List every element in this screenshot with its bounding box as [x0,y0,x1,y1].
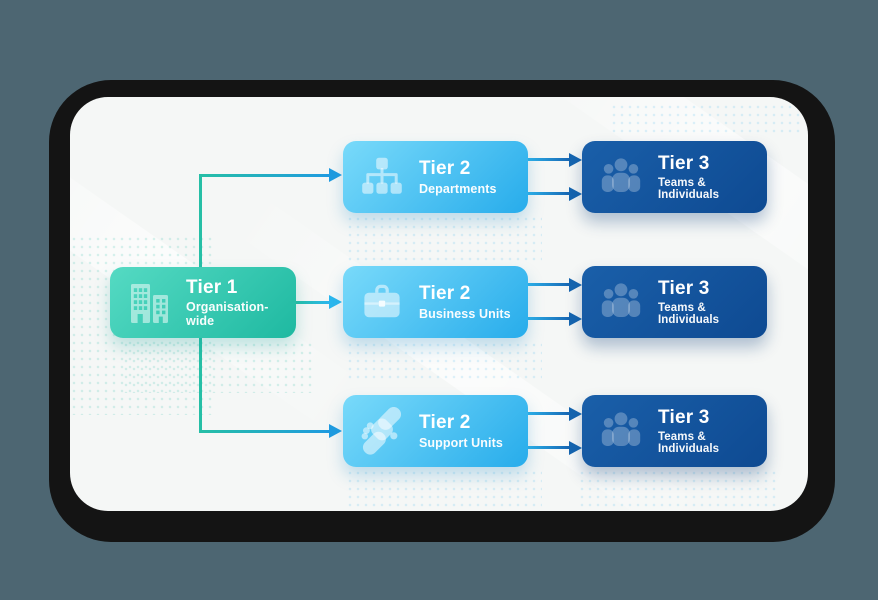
tier-title: Tier 1 [186,276,238,298]
arrowhead-icon [569,312,582,326]
people-icon [601,283,641,317]
tier-title: Tier 2 [419,412,471,434]
tier-title: Tier 3 [658,153,710,175]
connector-tier2-to-tier3 [528,192,569,195]
arrowhead-icon [329,168,342,182]
tier-subtitle: Departments [419,181,497,196]
tier-title: Tier 3 [658,278,710,300]
tier-subtitle: Teams & Individuals [658,301,720,326]
connector-tier1-to-tier2-bottom [199,430,329,433]
tier-subtitle: Support Units [419,435,503,450]
buildings-icon [125,278,173,327]
tier2-box-support-units: Tier 2 Support Units [343,395,528,467]
tier3-box: Tier 3 Teams & Individuals [582,266,767,338]
tier-title: Tier 3 [658,407,710,429]
tier-subtitle: Organisation-wide [186,300,269,329]
tier3-box: Tier 3 Teams & Individuals [582,141,767,213]
connector-tier1-down [199,338,202,433]
dot-texture [610,103,800,137]
diagram-card: Tier 1 Organisation-wide Tier 2 Departme… [70,97,808,511]
connector-tier2-to-tier3 [528,412,569,415]
arrowhead-icon [329,424,342,438]
org-chart-icon [362,157,402,194]
tier-subtitle: Teams & Individuals [658,430,720,455]
tier1-box: Tier 1 Organisation-wide [110,267,296,338]
arrowhead-icon [569,153,582,167]
arrowhead-icon [569,187,582,201]
tier2-box-business-units: Tier 2 Business Units [343,266,528,338]
people-icon [601,412,641,446]
handshake-icon [361,407,402,455]
connector-tier1-to-tier2-top [199,174,329,177]
arrowhead-icon [569,407,582,421]
tier-subtitle: Teams & Individuals [658,176,720,201]
dot-texture [346,215,542,261]
connector-tier1-up [199,174,202,267]
briefcase-icon [364,284,400,318]
people-icon [601,158,641,192]
connector-tier2-to-tier3 [528,158,569,161]
arrowhead-icon [569,278,582,292]
arrowhead-icon [569,441,582,455]
tier2-box-departments: Tier 2 Departments [343,141,528,213]
connector-tier2-to-tier3 [528,283,569,286]
dot-texture [122,341,312,393]
tier3-box: Tier 3 Teams & Individuals [582,395,767,467]
tier-title: Tier 2 [419,158,471,180]
connector-tier2-to-tier3 [528,317,569,320]
dot-texture [346,469,542,509]
connector-tier1-to-tier2-middle [296,301,329,304]
tier-title: Tier 2 [419,283,471,305]
tier-subtitle: Business Units [419,306,511,321]
dot-texture [578,469,778,507]
arrowhead-icon [329,295,342,309]
dot-texture [346,341,542,383]
connector-tier2-to-tier3 [528,446,569,449]
